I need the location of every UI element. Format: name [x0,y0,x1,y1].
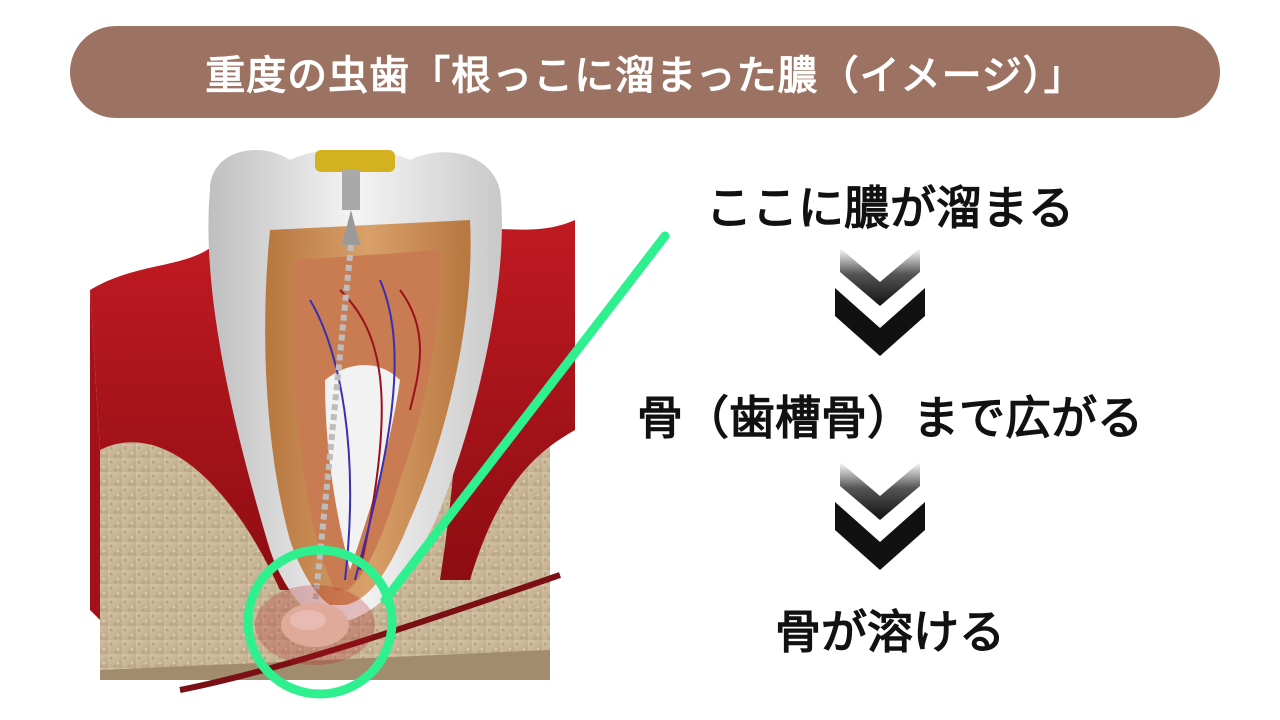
tooth-cross-section-illustration [90,150,575,693]
pus-pocket [255,585,375,665]
step-bone-dissolves: 骨が溶ける [775,605,1005,659]
chevron-down-icon [835,248,925,356]
step-spreads-to-bone: 骨（歯槽骨）まで広がる [637,391,1143,445]
title-banner: 重度の虫歯「根っこに溜まった膿（イメージ）」 [70,26,1220,118]
chevron-down-icon [835,462,925,570]
root-canal-file [312,150,395,606]
step-pus-accumulates: ここに膿が溜まる [706,181,1074,235]
page-title: 重度の虫歯「根っこに溜まった膿（イメージ）」 [205,53,1085,99]
